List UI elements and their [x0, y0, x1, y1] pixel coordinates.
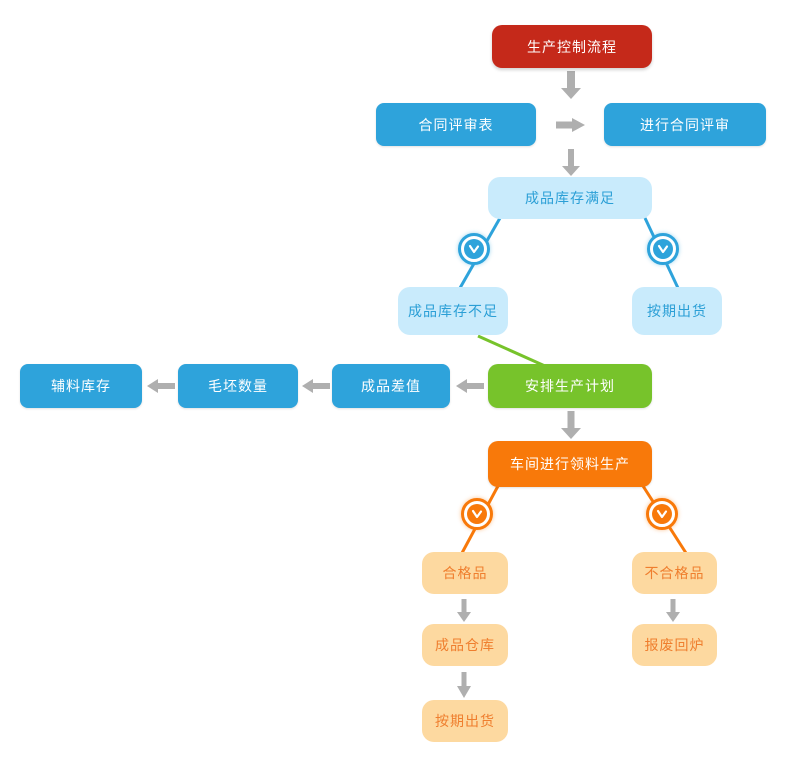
node-production-control: 生产控制流程: [492, 25, 652, 68]
node-scrap-remelt: 报废回炉: [632, 624, 717, 666]
arrow-down-icon: [457, 71, 680, 698]
node-conduct-contract-review: 进行合同评审: [604, 103, 766, 146]
node-finished-stock-insufficient: 成品库存不足: [398, 287, 508, 335]
clock-icon: [458, 233, 490, 265]
node-finished-difference: 成品差值: [332, 364, 450, 408]
node-ship-on-schedule-top: 按期出货: [632, 287, 722, 335]
node-blank-quantity: 毛坯数量: [178, 364, 298, 408]
node-arrange-production-plan: 安排生产计划: [488, 364, 652, 408]
arrow-left-icon: [147, 379, 484, 393]
clock-icon: [461, 498, 493, 530]
node-ship-on-schedule-bottom: 按期出货: [422, 700, 508, 742]
node-finished-stock-sufficient: 成品库存满足: [488, 177, 652, 219]
node-qualified: 合格品: [422, 552, 508, 594]
arrow-right-icon: [556, 118, 585, 132]
node-auxiliary-stock: 辅料库存: [20, 364, 142, 408]
node-workshop-production: 车间进行领料生产: [488, 441, 652, 487]
node-contract-review-form: 合同评审表: [376, 103, 536, 146]
clock-icon: [646, 498, 678, 530]
clock-icon: [647, 233, 679, 265]
node-unqualified: 不合格品: [632, 552, 717, 594]
node-finished-warehouse: 成品仓库: [422, 624, 508, 666]
